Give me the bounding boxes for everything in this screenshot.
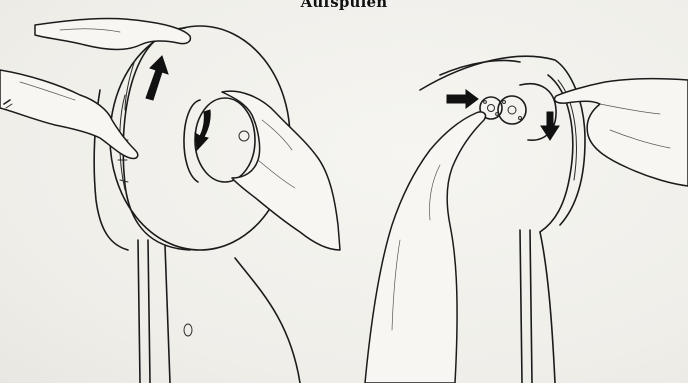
column-left-edge bbox=[138, 240, 140, 383]
column-right-left bbox=[520, 230, 522, 383]
bobbin-dot bbox=[484, 101, 487, 104]
column-right-edge bbox=[165, 245, 170, 383]
column-right-edge bbox=[540, 232, 555, 383]
bobbin-dot-2 bbox=[496, 113, 499, 116]
arrow-up-curved-icon bbox=[146, 56, 168, 100]
right-hand-wheel bbox=[554, 79, 688, 186]
bobbin-hole bbox=[503, 101, 506, 104]
column-inner-edge bbox=[148, 240, 150, 383]
right-hand-knob bbox=[222, 91, 340, 250]
upper-hand bbox=[35, 19, 190, 50]
left-hand bbox=[0, 70, 138, 158]
machine-side-outline bbox=[235, 258, 300, 383]
figure-bobbin-winder bbox=[365, 56, 688, 383]
figure-handwheel bbox=[0, 19, 340, 383]
screw-icon bbox=[184, 324, 192, 336]
arrow-right-icon bbox=[447, 90, 478, 108]
left-hand-bobbin bbox=[365, 112, 485, 383]
bobbin-center bbox=[488, 105, 495, 112]
bobbin-hole-2 bbox=[519, 117, 522, 120]
knob-screw bbox=[239, 131, 249, 141]
column-right-inner bbox=[530, 230, 532, 383]
arrow-down-curved-icon bbox=[195, 110, 210, 150]
bobbin-hub bbox=[508, 106, 516, 114]
